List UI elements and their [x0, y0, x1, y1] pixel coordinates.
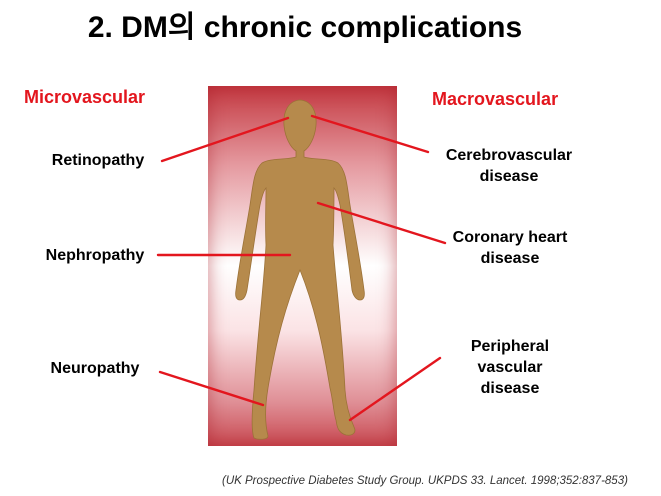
label-peripheral-vascular-disease: Peripheral vascular disease — [470, 338, 550, 397]
label-retinopathy: Retinopathy — [51, 152, 145, 169]
label-coronary-heart-disease: Coronary heart disease — [452, 229, 568, 267]
citation: (UK Prospective Diabetes Study Group. UK… — [222, 475, 628, 487]
label-nephropathy: Nephropathy — [45, 247, 145, 264]
microvascular-header: Microvascular — [24, 87, 146, 107]
human-body-silhouette — [235, 99, 365, 440]
label-cerebrovascular-disease: Cerebrovascular disease — [445, 147, 573, 185]
macrovascular-header: Macrovascular — [432, 89, 559, 109]
page-title: 2. DM의 chronic complications — [87, 11, 523, 44]
label-neuropathy: Neuropathy — [50, 360, 140, 377]
